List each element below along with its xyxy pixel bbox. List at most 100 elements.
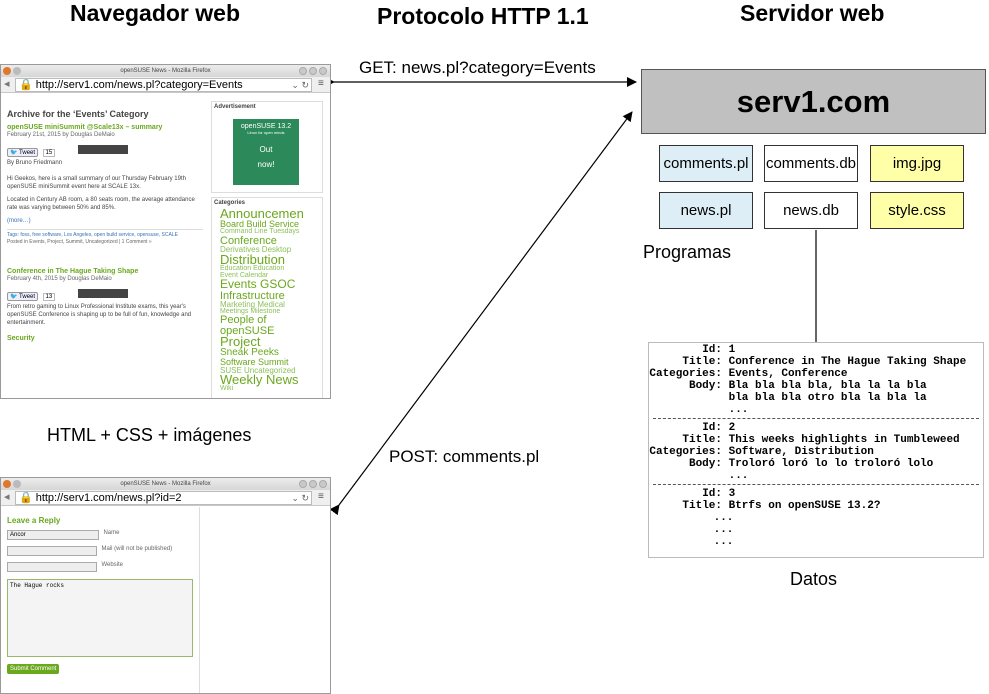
url-dropdown-icon[interactable]: ⌄ ↻ [291, 493, 309, 503]
website-row: Website [7, 562, 197, 572]
tag-cloud-item[interactable]: Software Summit [220, 356, 289, 367]
tag-cloud-item[interactable]: Sneak Peeks [220, 347, 279, 359]
tag-cloud-item[interactable]: Project [220, 334, 261, 350]
record-categories: Software, Distribution [728, 446, 874, 458]
tag-cloud-item[interactable]: openSUSE [220, 324, 275, 337]
file-news-db: news.db [764, 192, 858, 229]
name-field[interactable]: Ancor [7, 530, 99, 540]
post1-title[interactable]: openSUSE miniSummit @Scale13x – summary [7, 124, 163, 131]
tag-cloud-item[interactable]: Board Build Service [220, 219, 300, 230]
window-controls[interactable] [3, 480, 23, 493]
tag-cloud-item[interactable]: Derivatives Desktop [220, 244, 292, 254]
ad-out: Out [259, 145, 273, 154]
post-arrow [329, 111, 633, 516]
submit-comment-button[interactable]: Submit Comment [7, 664, 60, 674]
browser-window-top: openSUSE News - Mozilla Firefox ◂ 🔒http:… [0, 64, 331, 399]
tags-box: Tags: foss, free software, Los Angeles, … [7, 229, 203, 246]
tag-cloud-item[interactable]: Announcemen [220, 206, 304, 221]
tag-cloud-item[interactable]: Weekly News [220, 372, 299, 388]
comment-textarea[interactable]: The Hague rocks [7, 579, 193, 657]
tag-cloud-item[interactable]: People of [220, 314, 267, 327]
tags[interactable]: Tags: foss, free software, Los Angeles, … [7, 232, 178, 238]
record-body: ... [728, 404, 749, 416]
server-heading: Servidor web [740, 0, 885, 26]
post1-meta: February 21st, 2015 by Douglas DeMaio [7, 132, 115, 138]
window-buttons[interactable] [297, 67, 327, 80]
archive-title: Archive for the ‘Events’ Category [7, 109, 149, 119]
tag-cloud-item[interactable]: Meetings Milestone [220, 307, 281, 315]
reply-form: Leave a Reply Ancor Name Mail (will not … [7, 516, 197, 675]
post2-meta: February 4th, 2015 by Douglas DeMaio [7, 276, 112, 282]
browser-heading: Navegador web [70, 0, 240, 26]
tag-cloud-item[interactable]: Infrastructure [220, 289, 285, 302]
file-comments-pl: comments.pl [659, 145, 753, 182]
share-row-1: 🐦 Tweet 15 [7, 141, 203, 157]
record-title: Conference in The Hague Taking Shape [728, 356, 967, 368]
record-id: 2 [728, 422, 736, 434]
para3: From retro gaming to Linux Professional … [7, 304, 192, 326]
ad-now: now! [257, 160, 275, 169]
record-id: 1 [728, 344, 736, 356]
address-bar[interactable]: 🔒http://serv1.com/news.pl?id=2 ⌄ ↻ [15, 491, 312, 505]
record-ellipsis: ... [713, 512, 734, 524]
para1: Hi Geekos, here is a small summary of ou… [7, 176, 186, 190]
share-badge-2[interactable] [77, 289, 128, 299]
url-text: http://serv1.com/news.pl?id=2 [35, 492, 182, 504]
back-arrow-icon[interactable]: ◂ [4, 491, 10, 503]
record-id: 3 [728, 488, 736, 500]
record-title: This weeks highlights in Tumbleweed [728, 434, 960, 446]
mail-field[interactable] [7, 546, 97, 556]
post3-title[interactable]: Security [7, 335, 35, 342]
twitter-icon: 🐦 [10, 294, 18, 300]
tweet-button-2[interactable]: 🐦 Tweet [7, 292, 39, 301]
tag-cloud-item[interactable]: Conference [220, 234, 277, 247]
record-body: Troloró loró lo lo troloró lolo [728, 458, 934, 470]
tag-cloud-item[interactable]: Command Line Tuesdays [220, 227, 300, 235]
tweet-button[interactable]: 🐦 Tweet [7, 148, 39, 157]
post2-title[interactable]: Conference in The Hague Taking Shape [7, 268, 139, 275]
server-box: serv1.com [641, 69, 986, 134]
navigation-bar: ◂ 🔒http://serv1.com/news.pl?category=Eve… [1, 77, 330, 93]
tag-cloud-item[interactable]: SUSE Uncategorized [220, 365, 296, 375]
menu-icon[interactable]: ≡ [318, 491, 324, 502]
address-bar[interactable]: 🔒http://serv1.com/news.pl?category=Event… [15, 78, 312, 92]
window-title: openSUSE News - Mozilla Firefox [120, 68, 211, 74]
ad-sub: Linux for open minds [247, 130, 285, 135]
ad-banner[interactable]: openSUSE 13.2 Linux for open minds Out n… [233, 119, 299, 185]
website-field[interactable] [7, 562, 97, 572]
window-title: openSUSE News - Mozilla Firefox [120, 481, 211, 487]
back-arrow-icon[interactable]: ◂ [4, 78, 10, 90]
window-buttons[interactable] [297, 480, 327, 493]
vertical-divider [199, 507, 200, 693]
categories-header: Categories [214, 200, 246, 206]
tweet-count-2: 13 [42, 293, 56, 301]
record-3: Id: 3 Title: Btrfs on openSUSE 13.2? ...… [682, 488, 881, 548]
ad-header: Advertisement [214, 104, 256, 110]
menu-icon[interactable]: ≡ [318, 78, 324, 89]
record-2: Id: 2 Title: This weeks highlights in Tu… [649, 422, 960, 482]
tag-cloud-item[interactable]: Education Education [220, 264, 285, 272]
website-label: Website [101, 562, 124, 568]
record-body: Bla bla bla bla, bla la la bla [728, 380, 927, 392]
share-row-2: 🐦 Tweet 13 [7, 285, 203, 301]
sidebar: Advertisement openSUSE 13.2 Linux for op… [211, 101, 323, 398]
url-dropdown-icon[interactable]: ⌄ ↻ [291, 80, 309, 90]
tag-cloud-item[interactable]: Event Calendar [220, 271, 269, 279]
leave-reply-heading: Leave a Reply [7, 516, 61, 525]
tag-cloud-item[interactable]: Wiki [220, 385, 234, 393]
mail-row: Mail (will not be published) [7, 546, 197, 556]
lock-icon: 🔒 [19, 79, 33, 91]
record-body: ... [728, 470, 749, 482]
tag-cloud-item[interactable]: Distribution [220, 251, 286, 267]
more-link[interactable]: (more…) [7, 218, 31, 224]
titlebar: openSUSE News - Mozilla Firefox [1, 478, 330, 490]
share-badge[interactable] [77, 145, 128, 155]
response-content-label: HTML + CSS + imágenes [47, 425, 252, 445]
navigation-bar: ◂ 🔒http://serv1.com/news.pl?id=2 ⌄ ↻ ≡ [1, 490, 330, 506]
tag-cloud-item[interactable]: Events GSOC [220, 277, 296, 292]
tag-cloud-item[interactable]: Marketing Medical [220, 300, 285, 310]
window-controls[interactable] [3, 67, 23, 80]
